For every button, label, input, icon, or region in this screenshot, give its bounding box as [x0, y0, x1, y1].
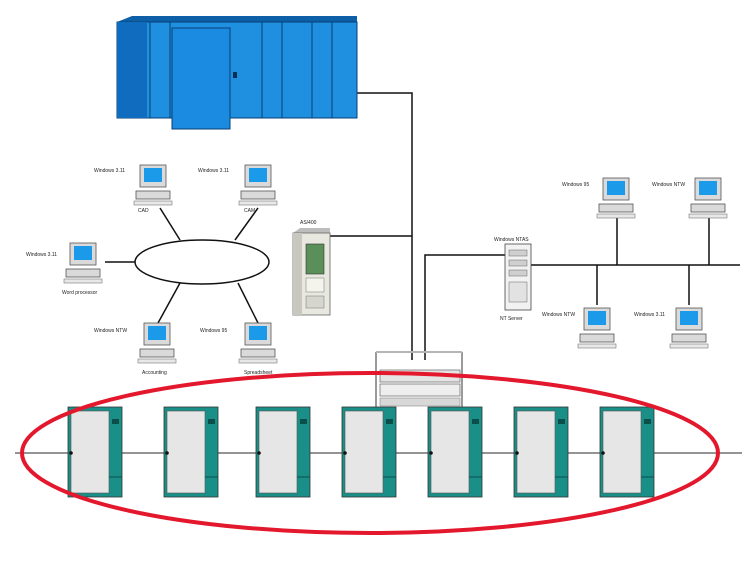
lan-workstation-2-os: Windows NTW: [652, 182, 685, 188]
workstation-cam-role: CAM: [244, 208, 255, 214]
workstation-cad-role: CAD: [138, 208, 149, 214]
ring-spoke-spreadsheet: [237, 282, 259, 324]
token-ring-ellipse: [134, 239, 270, 285]
lan-workstation-1-os: Windows 95: [562, 182, 589, 188]
lan-workstation-4-os: Windows 3.11: [634, 312, 665, 318]
workstation-cam: [238, 164, 278, 206]
server-tower-1: [67, 406, 123, 498]
workstation-spreadsheet-role: Spreadsheet: [244, 370, 273, 376]
nt-server-bottom-label: NT Server: [500, 316, 523, 322]
workstation-cad: [133, 164, 173, 206]
workstation-word-processor-os: Windows 3.11: [26, 252, 57, 258]
server-tower-6: [513, 406, 569, 498]
as400-server: [292, 228, 331, 316]
ring-spoke-accounting: [157, 282, 181, 324]
ring-spoke-cam: [234, 207, 259, 241]
workstation-cad-os: Windows 3.11: [94, 168, 125, 174]
ring-spoke-cad: [159, 207, 181, 241]
server-tower-2: [163, 406, 219, 498]
workstation-word-processor: [63, 242, 103, 284]
nt-server-top-label: Windows NTAS: [494, 237, 529, 243]
workstation-accounting-role: Accounting: [142, 370, 167, 376]
workstation-spreadsheet-os: Windows 95: [200, 328, 227, 334]
server-tower-3: [255, 406, 311, 498]
lan-workstation-3: [577, 307, 617, 349]
highlight-ellipse: [20, 371, 720, 535]
lan-workstation-1: [596, 177, 636, 219]
nt-server-link: [424, 254, 505, 360]
rack-switch: [375, 351, 463, 408]
server-tower-5: [427, 406, 483, 498]
mainframe: [116, 16, 358, 130]
mainframe-link: [355, 92, 413, 360]
as400-label: AS/400: [300, 220, 317, 226]
workstation-accounting-os: Windows NTW: [94, 328, 127, 334]
workstation-accounting: [137, 322, 177, 364]
workstation-spreadsheet: [238, 322, 278, 364]
workstation-cam-os: Windows 3.11: [198, 168, 229, 174]
lan-workstation-2: [688, 177, 728, 219]
lan-workstation-4: [669, 307, 709, 349]
lan-workstation-3-os: Windows NTW: [542, 312, 575, 318]
server-tower-4: [341, 406, 397, 498]
nt-server: [504, 243, 532, 311]
workstation-word-processor-role: Word processor: [62, 290, 98, 296]
server-tower-7: [599, 406, 655, 498]
